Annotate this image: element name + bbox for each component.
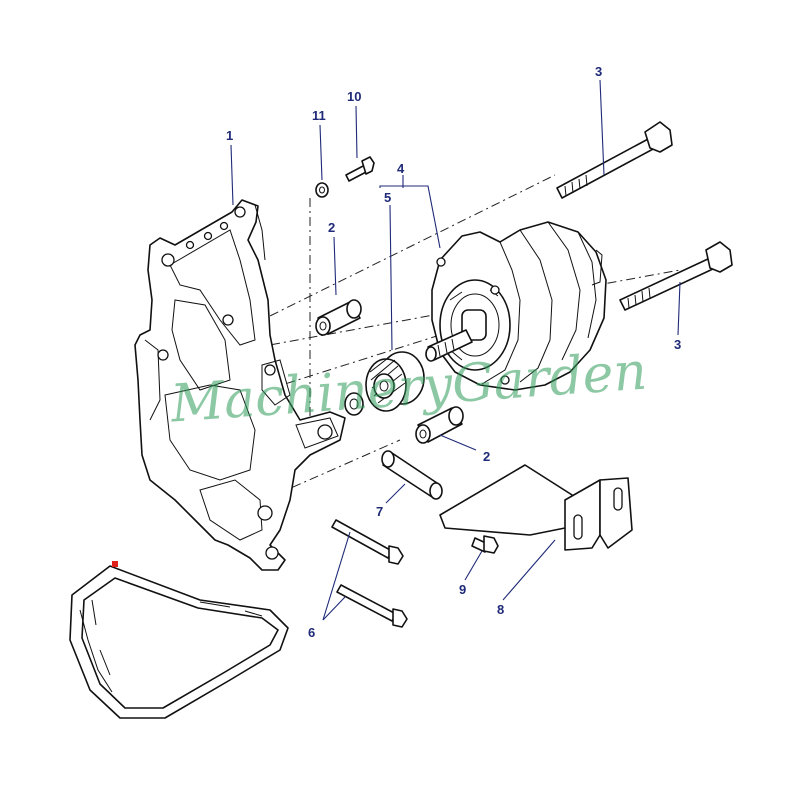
bolt-upper [331, 519, 404, 565]
callout-4: 4 [397, 161, 405, 176]
callout-2-lower: 2 [483, 449, 490, 464]
callout-8: 8 [497, 602, 504, 617]
alternator [425, 221, 607, 391]
callout-11: 11 [312, 108, 326, 123]
callout-3-upper: 3 [595, 64, 602, 79]
small-bolt [345, 156, 375, 182]
mounting-bracket [134, 199, 346, 571]
dowel-sleeve [381, 450, 443, 500]
bolt-lower [336, 584, 408, 628]
short-bolt [471, 535, 499, 554]
spacer-sleeve-lower [415, 406, 464, 444]
alternator-pulley [365, 351, 425, 412]
pulley-nut [344, 392, 364, 416]
red-marker [112, 561, 118, 567]
callout-5: 5 [384, 190, 391, 205]
washer [315, 182, 329, 198]
long-bolt-upper [556, 121, 673, 199]
callout-6: 6 [308, 625, 315, 640]
callout-labels: 1 11 10 2 3 4 5 2 3 7 9 8 6 [226, 64, 681, 640]
callout-2-upper: 2 [328, 220, 335, 235]
callout-1: 1 [226, 128, 233, 143]
leader-lines [230, 79, 681, 621]
callout-10: 10 [347, 89, 361, 104]
callout-7: 7 [376, 504, 383, 519]
drive-belt [69, 565, 289, 719]
callout-9: 9 [459, 582, 466, 597]
spacer-sleeve-upper [315, 299, 362, 336]
long-bolt-lower [619, 241, 733, 311]
callout-3-lower: 3 [674, 337, 681, 352]
support-bracket [439, 464, 633, 551]
